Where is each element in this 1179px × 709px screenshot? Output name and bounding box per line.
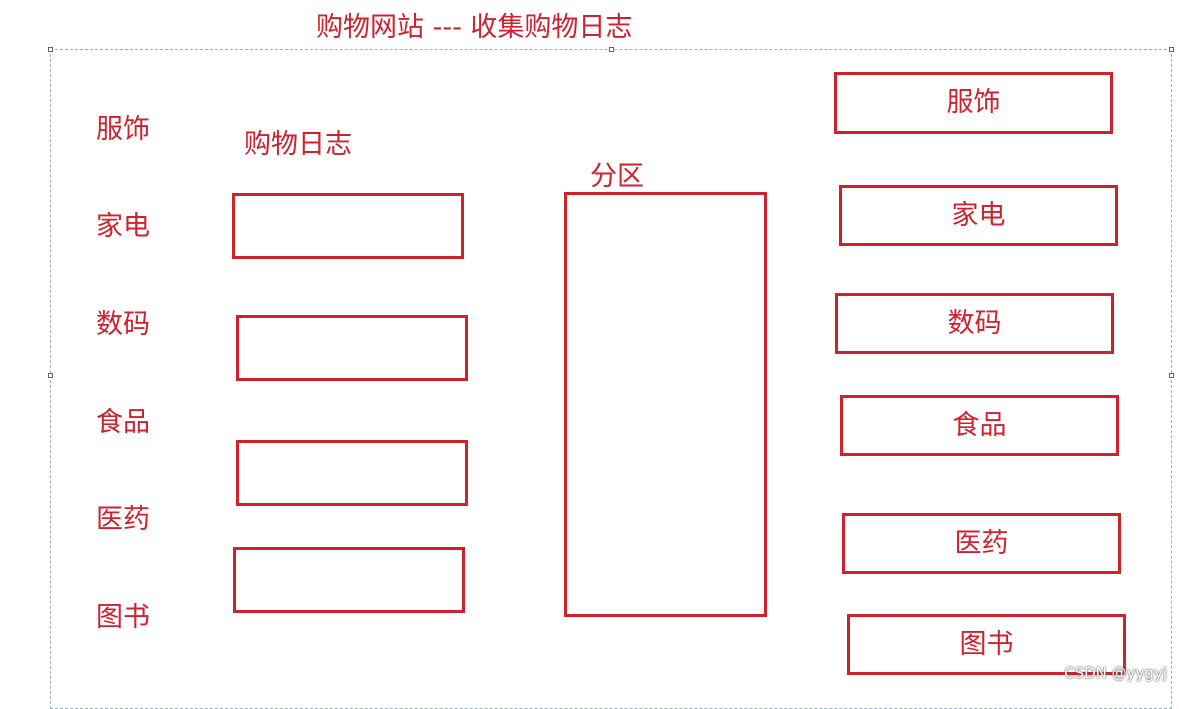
csdn-watermark: CSDN @yygyj [1064,664,1167,682]
log-box [232,193,464,259]
output-label: 图书 [959,628,1014,660]
resize-handle-middle-right[interactable] [1169,373,1174,378]
output-box-clothing: 服饰 [834,72,1113,134]
resize-handle-top-right[interactable] [1169,47,1174,52]
output-label: 食品 [952,409,1007,441]
output-box-appliances: 家电 [839,185,1118,246]
log-box [236,315,468,381]
category-label-clothing: 服饰 [96,114,150,145]
resize-handle-middle-left[interactable] [48,373,53,378]
output-label: 服饰 [946,87,1001,118]
partition-box [564,192,767,617]
log-box [233,547,465,613]
shopping-log-label: 购物日志 [244,129,352,160]
output-label: 医药 [954,527,1009,559]
log-box [236,440,468,506]
output-box-food: 食品 [840,395,1119,456]
category-label-food: 食品 [96,407,150,438]
output-box-medicine: 医药 [842,513,1121,574]
output-box-books: 图书 [847,614,1126,675]
output-label: 家电 [951,199,1006,231]
resize-handle-top-center[interactable] [609,47,614,52]
output-box-digital: 数码 [835,293,1114,354]
category-label-digital: 数码 [96,309,150,340]
resize-handle-top-left[interactable] [48,47,53,52]
category-label-appliances: 家电 [96,211,150,242]
partition-label: 分区 [590,161,644,192]
category-label-medicine: 医药 [96,504,150,535]
category-label-books: 图书 [96,602,150,633]
output-label: 数码 [947,307,1002,339]
diagram-title: 购物网站 --- 收集购物日志 [316,12,633,43]
